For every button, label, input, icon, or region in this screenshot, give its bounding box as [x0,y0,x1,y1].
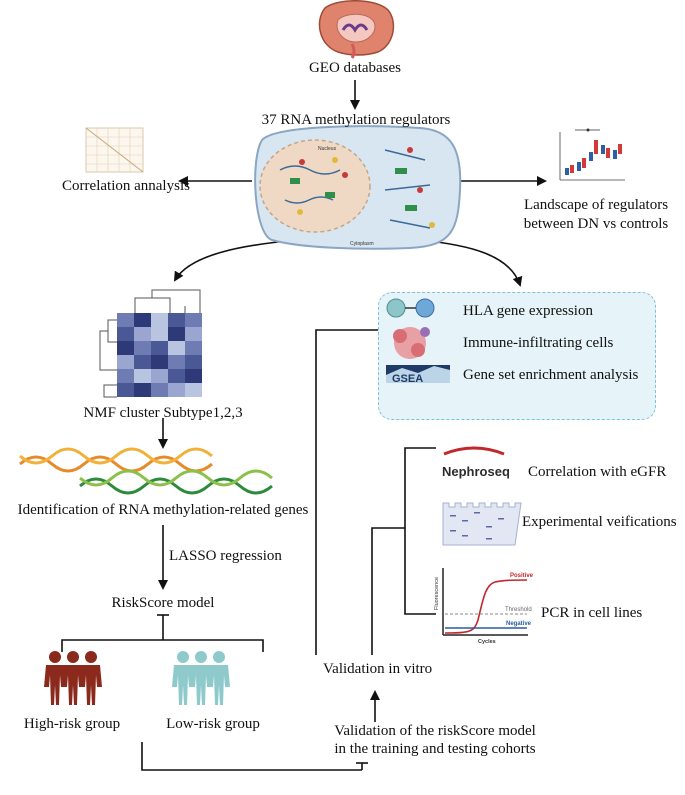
regulators-label: 37 RNA methylation regulators [261,112,451,128]
landscape-label-line2: between DN vs controls [523,216,669,232]
correlation-analysis-label: Correlation annalysis [62,178,190,194]
pcr-ylabel: Fluorescence [434,577,440,610]
panel-connector [315,329,378,655]
genes-label: Identification of RNA methylation-relate… [17,502,309,518]
immune-label: Immune-infiltrating cells [463,335,614,351]
nmf-cluster-label: NMF cluster Subtype1,2,3 [83,405,243,421]
high-risk-label: High-risk group [23,716,121,732]
landscape-label-line1: Landscape of regulators [523,197,669,213]
pcr-threshold-label: Threshold [505,607,532,613]
pcr-label: PCR in cell lines [541,605,643,621]
groups-to-validation-line [141,742,362,771]
egfr-label: Correlation with eGFR [528,464,667,480]
right-bracket [404,447,436,615]
geo-databases-label: GEO databases [308,60,402,76]
pcr-xlabel: Cycles [478,639,496,645]
riskscore-label: RiskScore model [111,595,215,611]
experimental-label: Experimental veifications [522,514,677,530]
in-vitro-connector [371,527,405,655]
group-bracket [61,639,264,652]
gsea-label: Gene set enrichment analysis [463,367,639,383]
hla-label: HLA gene expression [463,303,593,319]
low-risk-label: Low-risk group [166,716,260,732]
validation-label-line1: Validation of the riskScore model [334,723,536,739]
pcr-positive-label: Positive [510,573,534,579]
in-vitro-label: Validation in vitro [323,661,433,677]
lasso-label: LASSO regression [169,548,282,564]
pcr-negative-label: Negative [506,621,532,627]
validation-label-line2: in the training and testing cohorts [334,741,536,757]
